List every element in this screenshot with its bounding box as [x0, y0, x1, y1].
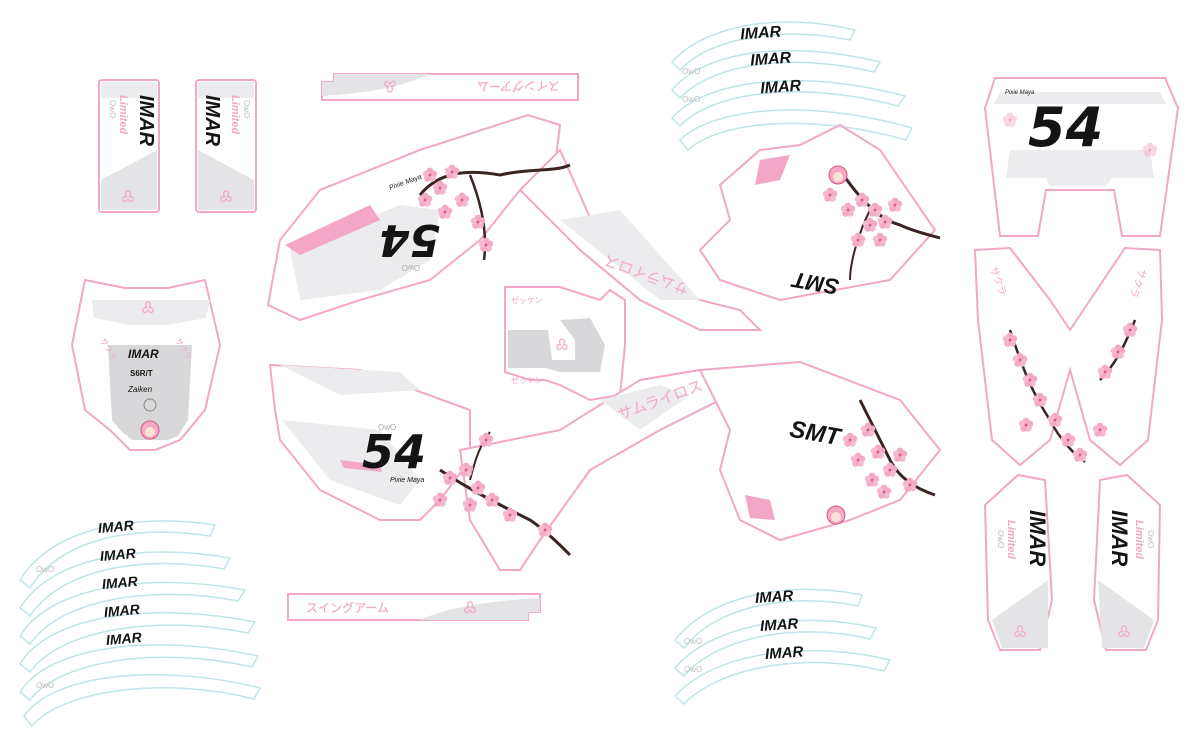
owo-label: OwO [108, 100, 117, 118]
owo-label: OwO [684, 665, 702, 674]
anime-girl-icon [828, 165, 848, 185]
race-number: 54 [362, 425, 426, 479]
brand-logo: IMAR [1107, 510, 1132, 566]
rim-stripes-bottom-center: IMAR IMAR IMAR OwO OwO [673, 587, 892, 706]
owo-label: OwO [1146, 530, 1155, 548]
owo-label: OwO [996, 530, 1005, 548]
brand-sub-label: Limited [1133, 520, 1145, 559]
signature: Pixie Maya [1005, 90, 1035, 96]
fork-guard-left-bottom: IMAR Limited OwO [983, 473, 1054, 651]
rim-stripes-bottom-left: IMAR IMAR IMAR IMAR IMAR OwO OwO [19, 517, 262, 728]
owo-label: OwO [402, 263, 420, 272]
brand-logo: IMAR [105, 629, 143, 648]
brand-logo: IMAR [135, 95, 157, 147]
fork-guard-left-top: IMAR Limited OwO [98, 79, 160, 213]
model-label: S6R/T [130, 369, 153, 378]
brand-logo: IMAR [201, 95, 223, 147]
owo-label: OwO [36, 681, 54, 690]
brand-sub-label: Limited [229, 95, 241, 134]
swingarm-label: スイングアーム [477, 79, 560, 93]
race-number: 54 [379, 214, 440, 265]
brand-sub-label: Limited [1005, 520, 1017, 559]
brand-logo: IMAR [99, 545, 137, 564]
brand-logo: IMAR [740, 24, 782, 44]
owo-label: OwO [242, 100, 251, 118]
brand-sub-label: Limited [117, 95, 129, 134]
side-panel-upper: 54 Pixie Maya OwO サムライロス SMT [266, 113, 941, 331]
owo-label: OwO [682, 95, 700, 104]
plate-label-jp: ゼッケン [511, 295, 543, 305]
side-panel-lower: 54 Pixie Maya OwO サムライロス SMT [268, 360, 942, 571]
fork-guard-right-bottom: IMAR Limited OwO [1092, 473, 1162, 651]
center-seat-decal: ゼッケン ゼッケン [504, 286, 626, 402]
owo-label: OwO [36, 565, 54, 574]
fork-guard-right-top: IMAR Limited OwO [195, 79, 257, 213]
race-number: 54 [1028, 96, 1103, 159]
brand-logo: IMAR [1025, 510, 1050, 566]
front-plate-decal: IMAR S6R/T Zaiken サクラ サクラ [70, 278, 222, 451]
number-plate-decal: Pixie Maya 54 [983, 77, 1180, 237]
brand-logo: IMAR [101, 573, 139, 592]
anime-girl-icon [140, 420, 160, 440]
brand-logo: IMAR [750, 50, 792, 70]
brand-logo: IMAR [754, 587, 794, 607]
anime-girl-icon [826, 505, 846, 525]
owo-label: OwO [682, 67, 700, 76]
swingarm-decal-bottom: スイングアーム [287, 593, 541, 621]
swingarm-label: スイングアーム [306, 601, 389, 615]
brand-logo: IMAR [760, 78, 802, 98]
shroud-front-right: サクラ サクラ [973, 246, 1164, 467]
brand-logo: IMAR [764, 643, 804, 663]
signature: Pixie Maya [390, 477, 424, 484]
rim-stripes-top: IMAR IMAR IMAR OwO OwO [670, 21, 914, 152]
brand-logo: IMAR [97, 517, 135, 536]
plate-label-jp: ゼッケン [511, 375, 543, 385]
owo-label: OwO [378, 423, 396, 432]
sponsor-label: Zaiken [127, 385, 153, 394]
helmet-icon [143, 398, 157, 412]
brand-logo: IMAR [128, 347, 159, 361]
swingarm-decal-top: スイングアーム [321, 73, 579, 101]
owo-label: OwO [684, 637, 702, 646]
brand-logo: IMAR [759, 615, 799, 635]
brand-logo: IMAR [103, 601, 141, 620]
